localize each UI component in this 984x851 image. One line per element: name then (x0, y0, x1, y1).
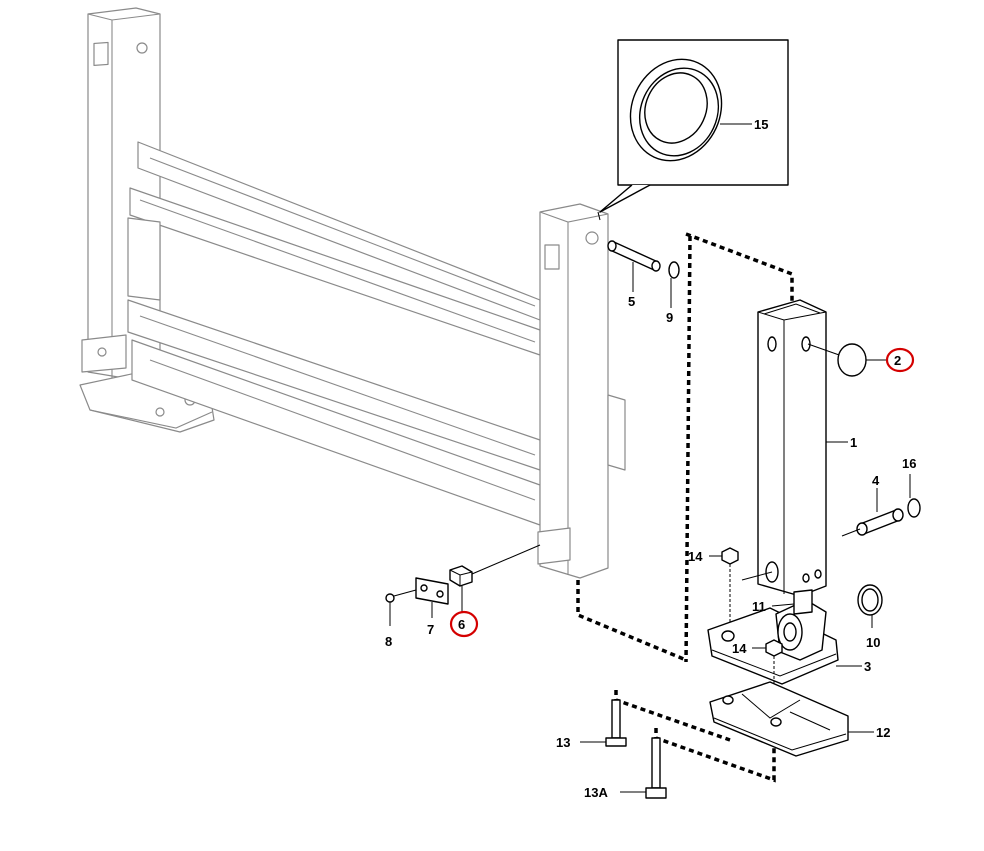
callout-10: 10 (866, 635, 880, 650)
nut-14-upper: 14 (688, 547, 739, 640)
callout-1: 1 (850, 435, 857, 450)
lower-attachment-leader (471, 544, 541, 575)
right-post (539, 203, 609, 579)
callout-11: 11 (752, 599, 766, 614)
nut-8: 8 (385, 589, 417, 649)
callout-16: 16 (902, 456, 916, 471)
callout-5: 5 (628, 294, 635, 309)
callout-13: 13 (556, 735, 570, 750)
clip-16: 16 (902, 456, 921, 518)
callout-14-lower: 14 (732, 641, 747, 656)
callout-15: 15 (754, 117, 768, 132)
callout-4: 4 (872, 473, 880, 488)
bolt-13: 13 (556, 699, 627, 750)
seal-ring (629, 58, 723, 162)
plate-7: 7 (415, 577, 449, 637)
callout-13a: 13A (584, 785, 608, 800)
nut-14-lower: 14 (732, 639, 783, 720)
callout-2: 2 (894, 353, 901, 368)
callout-7: 7 (427, 622, 434, 637)
callout-3: 3 (864, 659, 871, 674)
bolt-13a: 13A (584, 737, 667, 800)
callout-2-highlight (885, 347, 915, 373)
end-cap: 2 (807, 343, 915, 377)
foot-pad: 12 (709, 681, 890, 757)
frame-assembly (79, 7, 626, 579)
swivel-foot: 11 3 (707, 589, 871, 685)
callout-8: 8 (385, 634, 392, 649)
clip-9: 9 (666, 261, 680, 325)
pin-5: 5 (607, 240, 661, 309)
callout-6: 6 (458, 617, 465, 632)
callout-6-highlight (449, 610, 479, 638)
callout-9: 9 (666, 310, 673, 325)
pin-4: 4 (841, 473, 904, 537)
detail-inset: 15 (597, 39, 789, 221)
block-6: 6 (449, 565, 479, 638)
callout-12: 12 (876, 725, 890, 740)
washer-10: 10 (857, 584, 883, 650)
support-leg: 1 (757, 299, 857, 597)
callout-14-upper: 14 (688, 549, 703, 564)
